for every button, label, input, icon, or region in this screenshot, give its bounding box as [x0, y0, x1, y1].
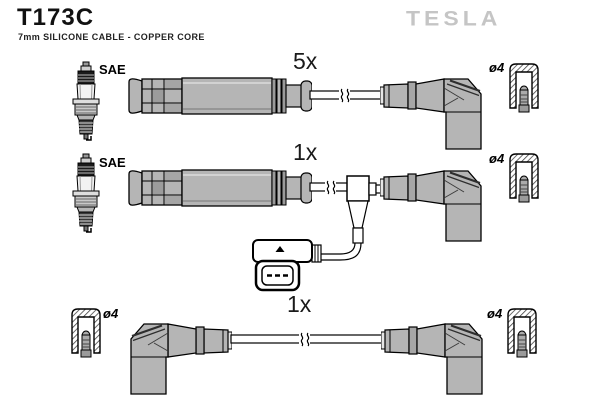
row2-angled-boot-icon	[380, 170, 482, 242]
row3-right-socket-cross-section-icon	[507, 308, 537, 358]
row2-spark-plug-icon	[72, 153, 100, 233]
row2-straight-boot-icon	[128, 169, 312, 207]
row1-spark-plug-icon	[72, 61, 100, 141]
row3-quantity-label: 1x	[287, 291, 312, 317]
row2-socket-cross-section-icon	[509, 153, 539, 203]
page-title: T173C	[17, 4, 95, 31]
row3-right-angled-boot-icon	[381, 323, 483, 395]
row2-diameter-label: ø4	[489, 151, 505, 166]
row2-inline-diagnostic-connector-icon	[252, 175, 385, 292]
row1-socket-cross-section-icon	[509, 63, 539, 113]
row2-sae-label: SAE	[99, 155, 126, 170]
row1-sae-label: SAE	[99, 62, 126, 77]
row1-angled-boot-icon	[380, 78, 482, 150]
row3-cable	[230, 332, 384, 347]
row1-diameter-label: ø4	[489, 60, 505, 75]
row3-left-diameter-label: ø4	[103, 306, 119, 321]
row3-right-diameter-label: ø4	[487, 306, 503, 321]
subtitle: 7mm SILICONE CABLE - COPPER CORE	[18, 32, 205, 42]
row3-left-socket-cross-section-icon	[71, 308, 101, 358]
brand-logo: TESLA	[406, 6, 502, 30]
row2-quantity-label: 1x	[293, 139, 318, 165]
row1-quantity-label: 5x	[293, 48, 318, 74]
row3-left-angled-boot-icon	[130, 323, 232, 395]
row1-straight-boot-icon	[128, 77, 312, 115]
row2-cable	[309, 180, 349, 195]
row1-cable	[309, 88, 385, 103]
